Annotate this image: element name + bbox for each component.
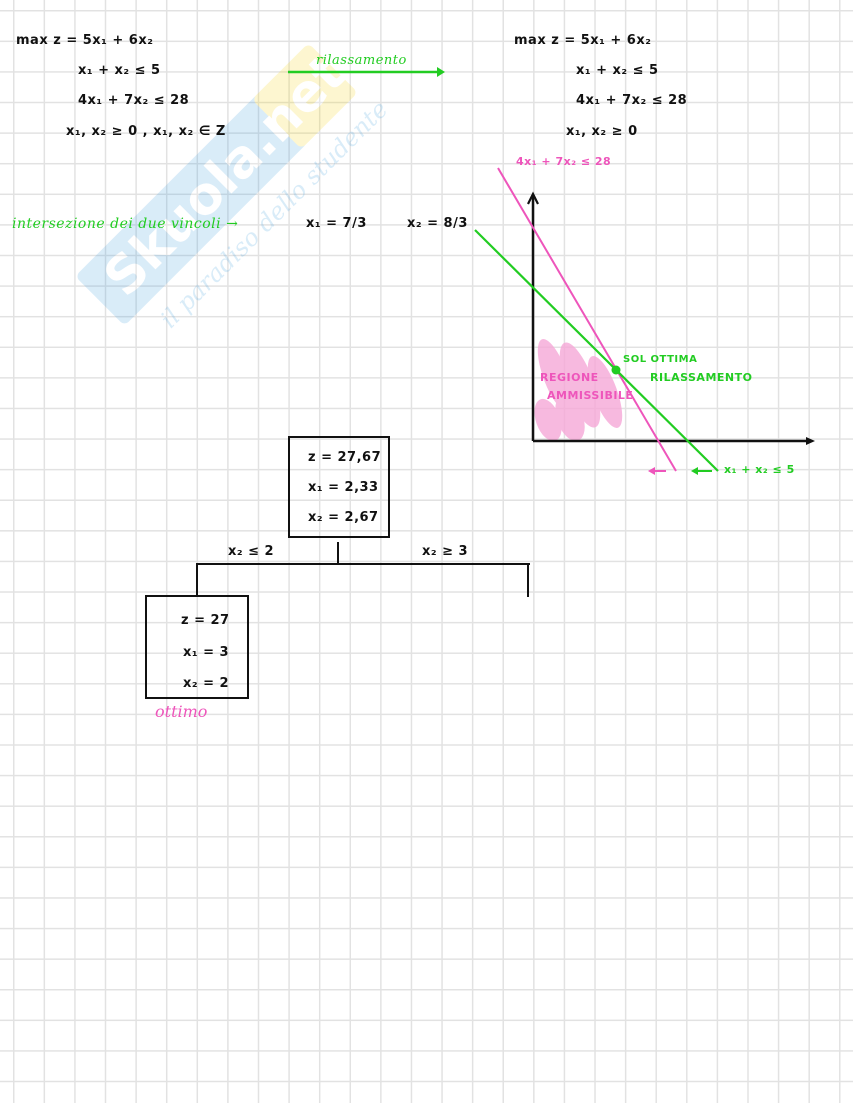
tree-root-connector xyxy=(337,542,339,564)
region-label-1: REGIONE xyxy=(540,371,599,384)
green-constraint-line xyxy=(474,229,719,472)
intersection-label: intersezione dei due vincoli → xyxy=(12,216,239,232)
tree-right-connector xyxy=(527,563,529,597)
intersection-x2: x₂ = 8/3 xyxy=(407,216,468,231)
optimal-label-2: RILASSAMENTO xyxy=(650,371,753,384)
root-z: z = 27,67 xyxy=(308,450,382,465)
original-constraint-1: x₁ + x₂ ≤ 5 xyxy=(78,63,161,78)
tree-left-node xyxy=(145,595,249,699)
left-node-x2: x₂ = 2 xyxy=(183,676,230,691)
tree-left-connector xyxy=(196,563,198,596)
pink-constraint-line xyxy=(497,167,677,472)
tree-root-node xyxy=(288,436,390,538)
left-branch-label: x₂ ≤ 2 xyxy=(228,544,275,559)
left-node-x1: x₁ = 3 xyxy=(183,645,230,660)
pink-constraint-label: 4x₁ + 7x₂ ≤ 28 xyxy=(516,155,612,168)
original-constraint-2: 4x₁ + 7x₂ ≤ 28 xyxy=(78,93,190,108)
region-label-2: AMMISSIBILE xyxy=(547,389,634,402)
right-branch-label: x₂ ≥ 3 xyxy=(422,544,469,559)
relaxed-constraint-3: x₁, x₂ ≥ 0 xyxy=(566,124,638,139)
watermark: Skuola.net il paradiso dello studente xyxy=(77,43,390,334)
left-node-note: ottimo xyxy=(155,702,208,721)
watermark-brand: Skuola.net xyxy=(93,43,358,308)
optimal-point xyxy=(611,365,621,375)
original-constraint-3: x₁, x₂ ≥ 0 , x₁, x₂ ∈ Z xyxy=(66,124,226,139)
left-node-z: z = 27 xyxy=(181,613,230,628)
root-x2: x₂ = 2,67 xyxy=(308,510,379,525)
root-x1: x₁ = 2,33 xyxy=(308,480,379,495)
optimal-label-1: SOL OTTIMA xyxy=(623,354,698,365)
relaxed-objective: max z = 5x₁ + 6x₂ xyxy=(514,33,652,48)
x-axis-arrow-icon xyxy=(806,437,815,445)
tree-branch-bar xyxy=(196,563,530,565)
relaxed-constraint-1: x₁ + x₂ ≤ 5 xyxy=(576,63,659,78)
relaxed-constraint-2: 4x₁ + 7x₂ ≤ 28 xyxy=(576,93,688,108)
y-axis-arrow-icon xyxy=(527,191,539,205)
original-objective: max z = 5x₁ + 6x₂ xyxy=(16,33,154,48)
intersection-x1: x₁ = 7/3 xyxy=(306,216,367,231)
green-constraint-label: x₁ + x₂ ≤ 5 xyxy=(724,463,795,476)
relaxation-label: rilassamento xyxy=(316,53,407,68)
